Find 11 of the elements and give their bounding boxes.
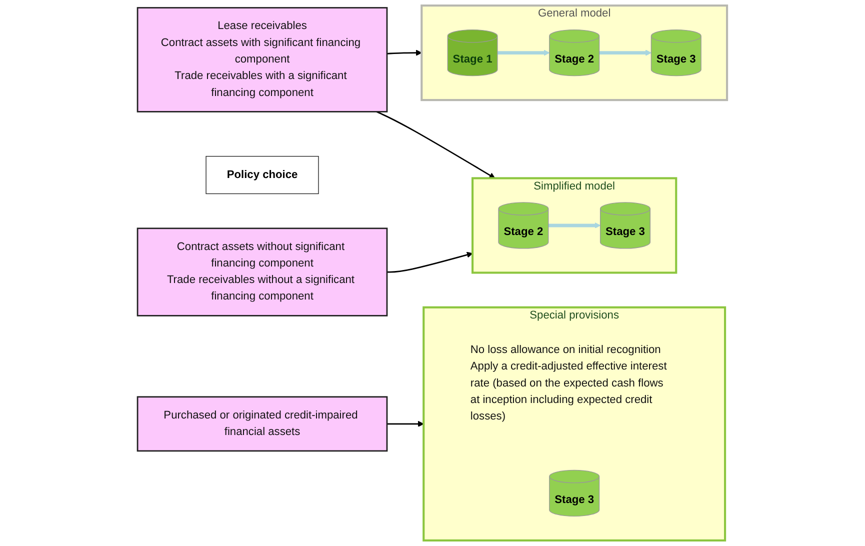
arrow	[387, 50, 422, 56]
node-box: Purchased or originated credit-impaired financial assets	[137, 396, 388, 452]
node-box: Contract assets without significant financing component Trade receivables without a significant financing component	[137, 228, 388, 316]
arrow	[599, 50, 652, 56]
arrow	[387, 252, 473, 273]
arrow	[498, 50, 550, 56]
arrow	[376, 111, 496, 178]
arrow	[548, 222, 601, 228]
node-box: Lease receivables Contract assets with significant financing component Trade receivables with a significant financing component	[137, 7, 388, 112]
arrow	[387, 420, 424, 427]
node-box: Policy choice	[206, 156, 320, 194]
